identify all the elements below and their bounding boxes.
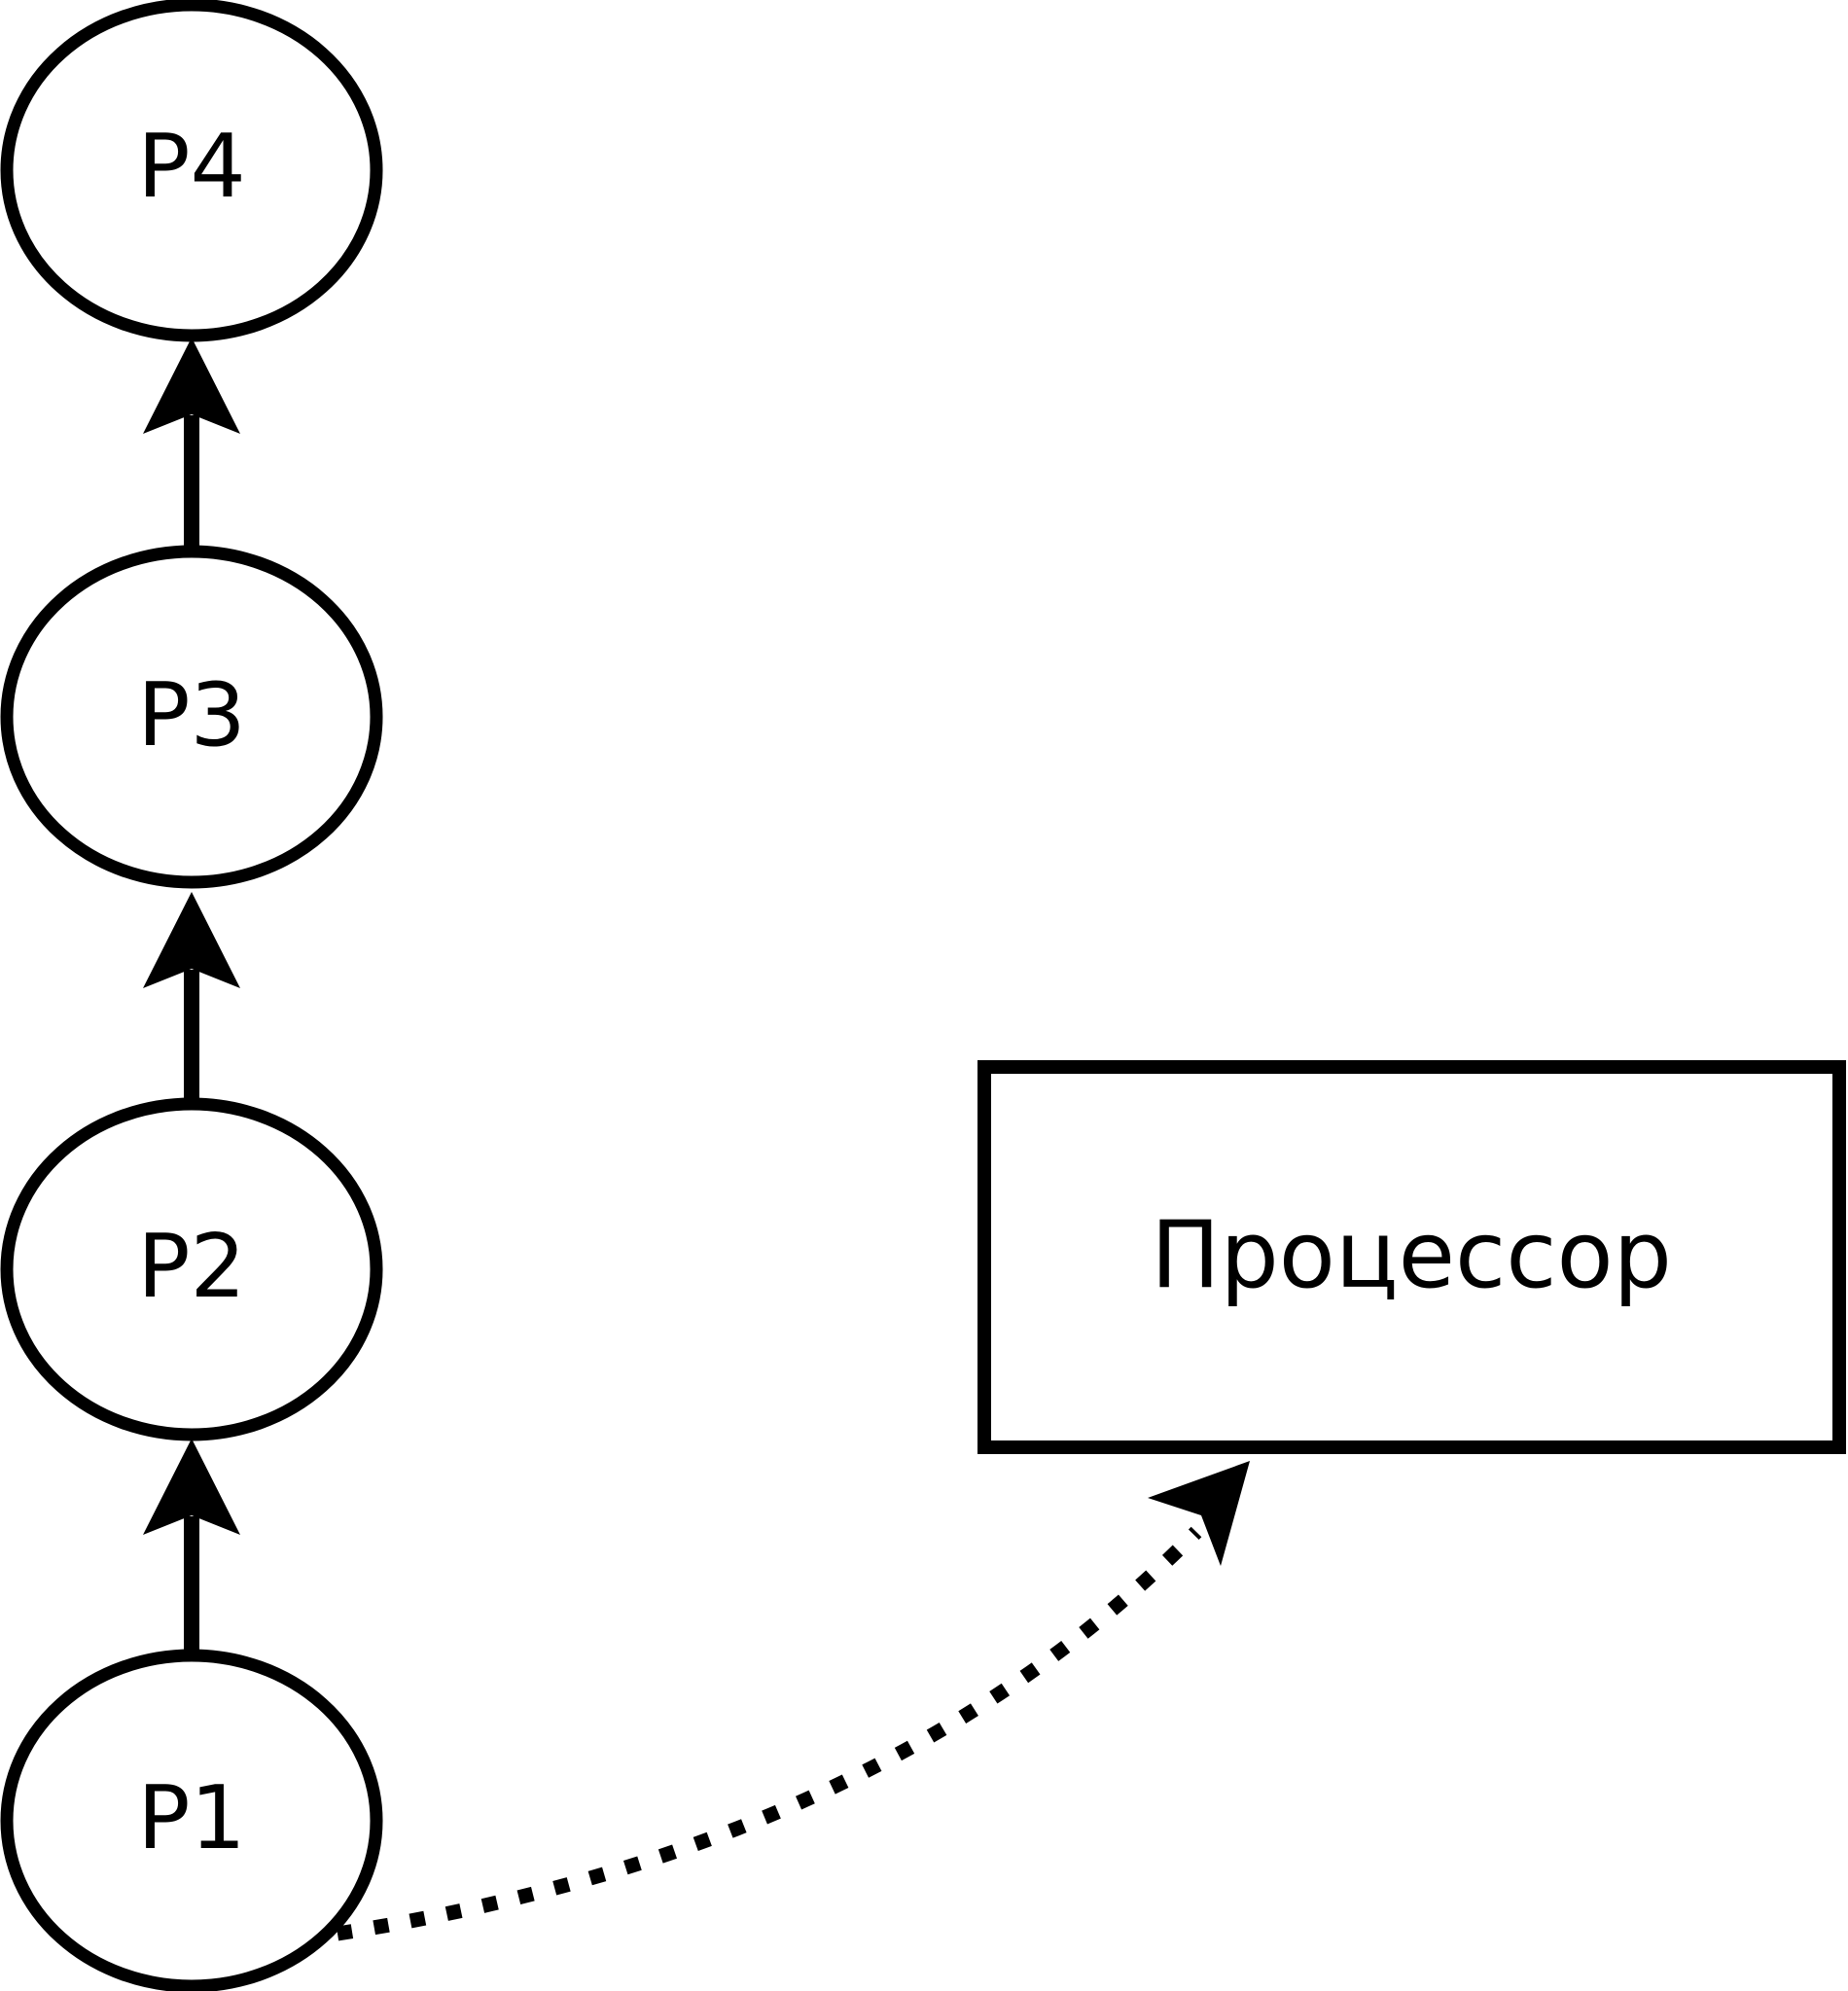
process-node-p3-label: P3	[137, 664, 246, 766]
arrow-p2-to-p3	[143, 892, 240, 1104]
arrow-p1-to-p2-head-icon	[143, 1439, 240, 1535]
dispatch-arrow-p1-to-processor	[336, 1461, 1250, 1941]
process-node-p4	[0, 0, 383, 342]
process-node-p2-label: P2	[137, 1216, 246, 1318]
arrow-p3-to-p4	[143, 338, 240, 551]
processor-box-label: Процессор	[1151, 1202, 1672, 1309]
dispatch-arrow-shaft	[336, 1526, 1202, 1941]
arrow-p3-to-p4-head-icon	[143, 338, 240, 434]
dispatch-arrow-head-icon	[1148, 1461, 1250, 1566]
process-node-p4-label: P4	[137, 116, 246, 218]
processor-box	[977, 1060, 1846, 1454]
process-node-p1-label: P1	[137, 1767, 246, 1869]
arrow-p1-to-p2	[143, 1439, 240, 1655]
arrow-p2-to-p3-head-icon	[143, 892, 240, 988]
